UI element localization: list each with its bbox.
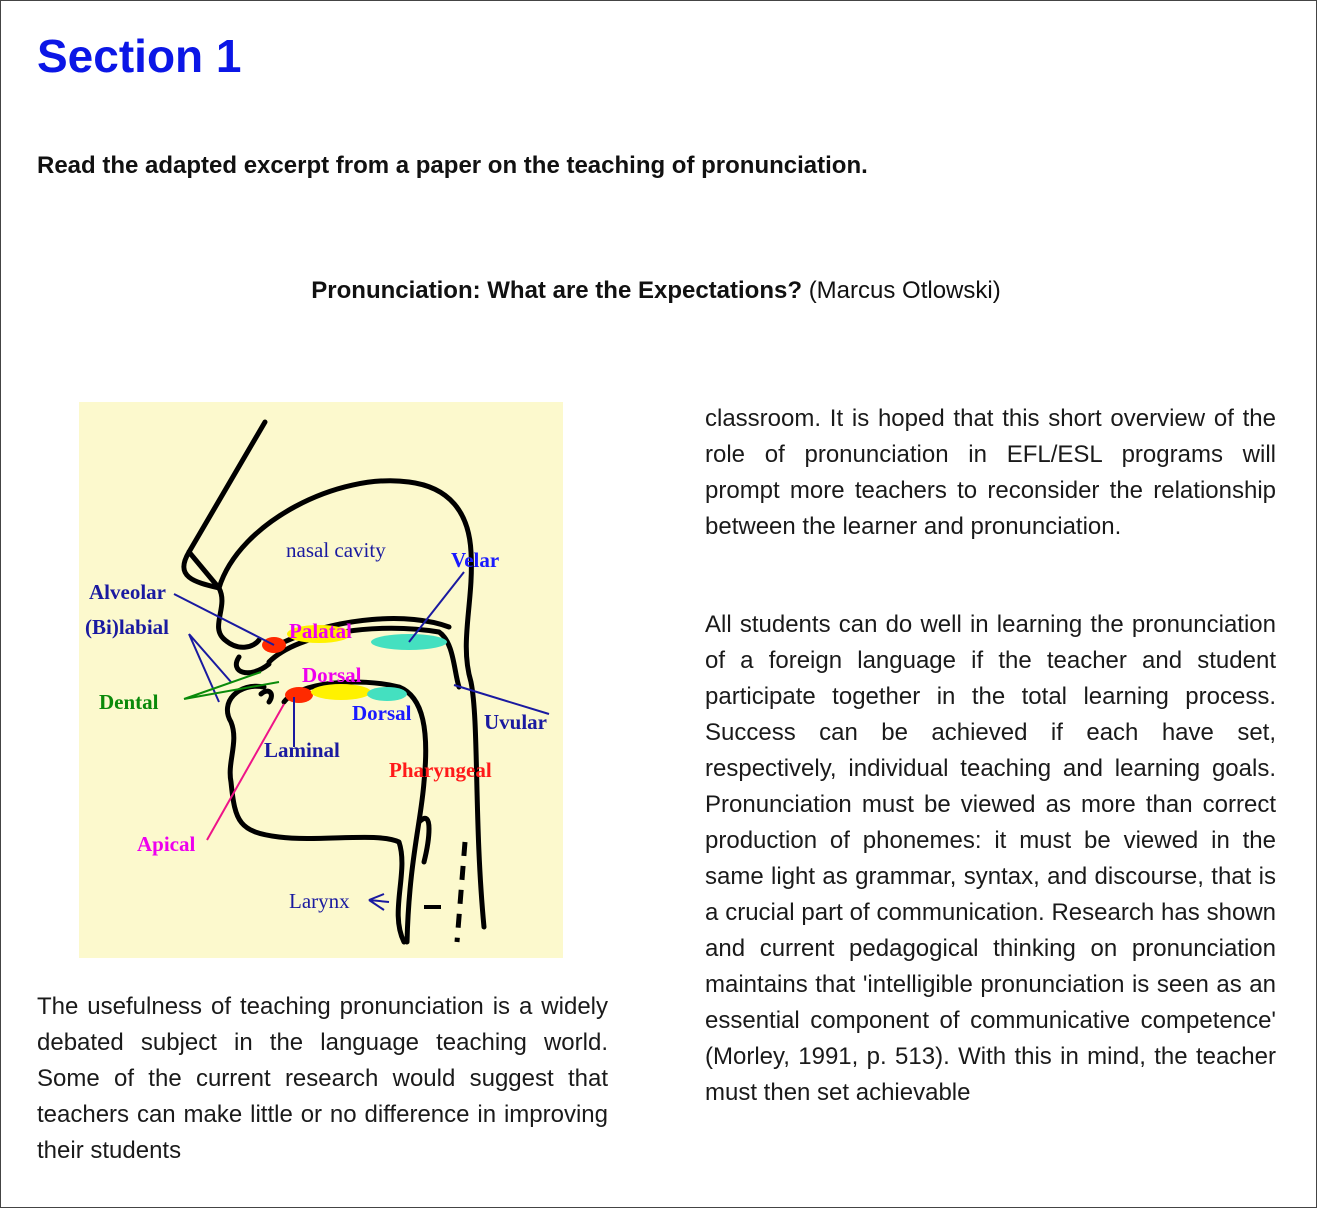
dorsal-front-zone [311, 684, 371, 700]
label-velar: Velar [451, 548, 499, 572]
paper-author: (Marcus Otlowski) [808, 277, 1001, 304]
tongue-outline [281, 679, 429, 945]
paragraph-right-1: classroom. It is hoped that this short o… [705, 405, 1276, 540]
label-dorsal-lower: Dorsal [352, 701, 412, 725]
palate-outline [266, 625, 462, 690]
lower-teeth-outline [258, 688, 274, 705]
label-dental: Dental [99, 690, 159, 714]
label-bilabial: (Bi)labial [85, 615, 169, 639]
paper-title: Pronunciation: What are the Expectations… [311, 277, 803, 304]
instruction-text: Read the adapted excerpt from a paper on… [37, 152, 868, 179]
label-pharyngeal: Pharyngeal [389, 758, 492, 782]
vocal-tract-diagram: nasal cavity Velar Alveolar (Bi)labial P… [79, 402, 563, 958]
label-uvular: Uvular [484, 710, 547, 734]
label-palatal: Palatal [289, 619, 352, 643]
head-back-outline [181, 478, 487, 930]
label-laminal: Laminal [264, 738, 340, 762]
label-apical: Apical [137, 832, 196, 856]
palatal-zone [287, 625, 351, 643]
dorsal-back-zone [367, 687, 407, 701]
paragraph-right-2: All students can do well in learning the… [705, 611, 1276, 1106]
label-larynx: Larynx [289, 889, 350, 913]
paragraph-left: The usefulness of teaching pronunciation… [37, 993, 608, 1164]
nose-outline [186, 549, 262, 650]
epiglottis-outline [416, 816, 432, 865]
label-dorsal-upper: Dorsal [302, 663, 362, 687]
label-alveolar: Alveolar [89, 580, 166, 604]
section-title: Section 1 [37, 30, 242, 82]
trachea-outline [454, 841, 468, 943]
forehead-outline [186, 419, 268, 555]
label-nasal-cavity: nasal cavity [286, 538, 386, 562]
paper-heading: Pronunciation: What are the Expectations… [1, 276, 1311, 306]
vocal-tract-svg: nasal cavity Velar Alveolar (Bi)labial P… [85, 419, 550, 945]
upper-lip-outline [233, 654, 272, 676]
jaw-outline [224, 683, 407, 945]
apical-zone [285, 687, 313, 703]
